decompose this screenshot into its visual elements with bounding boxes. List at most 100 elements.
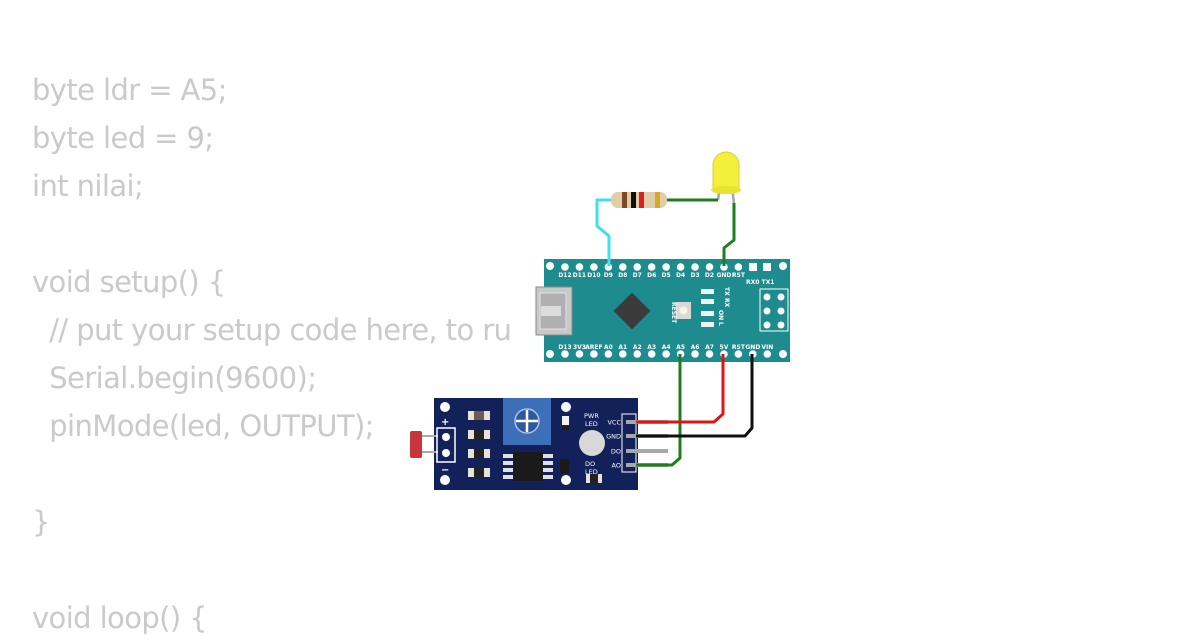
- pin-label: AREF: [585, 344, 602, 351]
- pwr-led-label-1: PWR: [584, 412, 599, 420]
- pin-label: GND: [745, 344, 760, 351]
- pin-aref[interactable]: [590, 350, 598, 358]
- pin-d2[interactable]: [705, 263, 714, 271]
- pin-3v3[interactable]: [575, 350, 584, 358]
- pin-label: D13: [558, 344, 571, 351]
- code-line: pinMode(led, OUTPUT);: [32, 409, 374, 443]
- code-line: byte led = 9;: [32, 121, 214, 155]
- plus-label: +: [441, 417, 449, 428]
- pin-gnd[interactable]: [720, 263, 728, 271]
- pin-d12[interactable]: [561, 263, 569, 271]
- photoresistor[interactable]: [410, 431, 438, 458]
- minus-label: −: [441, 465, 449, 476]
- pin-vin[interactable]: [763, 350, 772, 358]
- pin-a1[interactable]: [619, 350, 627, 358]
- wire-d9-resistor[interactable]: [595, 198, 611, 266]
- pin-d13[interactable]: [561, 350, 569, 358]
- pin-a4[interactable]: [662, 350, 670, 358]
- led-label-l: L: [717, 322, 724, 326]
- wire-a5-ao[interactable]: [636, 354, 682, 467]
- code-line: // put your setup code here, to ru: [32, 313, 512, 347]
- wire-gnd-gnd[interactable]: [636, 354, 754, 438]
- pin-d3[interactable]: [691, 263, 699, 271]
- pin-label: 5V: [720, 344, 729, 351]
- sensor-pin-label: VCC: [607, 419, 621, 427]
- usb-connector[interactable]: [535, 286, 573, 336]
- pin-label: D4: [676, 272, 685, 279]
- pin-d7[interactable]: [633, 263, 642, 271]
- pin-label: A1: [618, 344, 627, 351]
- pin-a2[interactable]: [633, 350, 642, 358]
- code-line: byte ldr = A5;: [32, 73, 227, 107]
- mount-hole: [561, 475, 571, 485]
- mcu-chip: [613, 292, 651, 330]
- pin-label: A4: [662, 344, 671, 351]
- pin-label: 3V3: [573, 344, 586, 351]
- rx-tx-label: RX0 TX1: [746, 279, 774, 286]
- icsp-header: [759, 288, 789, 332]
- status-leds: [701, 289, 714, 327]
- wire-led-gnd[interactable]: [722, 203, 736, 266]
- pin-label: A0: [604, 344, 613, 351]
- pin-label: D7: [633, 272, 642, 279]
- ldr-socket: [436, 427, 456, 463]
- led-label-rx: RX: [723, 298, 730, 308]
- code-editor-text: byte ldr = A5; byte led = 9; int nilai; voi…: [32, 66, 512, 642]
- pin-a6[interactable]: [691, 350, 699, 358]
- mount-hole: [779, 262, 787, 270]
- sensor-pin-label: GND: [606, 433, 621, 441]
- sensor-pin-label: AO: [612, 462, 621, 470]
- reset-label: RESET: [670, 302, 677, 324]
- pin-d6[interactable]: [647, 263, 656, 271]
- pin-label: D2: [705, 272, 714, 279]
- do-led-label-1: DO: [585, 460, 595, 468]
- pin-label: A7: [705, 344, 714, 351]
- pin-a3[interactable]: [647, 350, 656, 358]
- yellow-led[interactable]: [711, 151, 741, 205]
- led-label-on: ON: [717, 310, 724, 320]
- pin-rx0[interactable]: [749, 263, 757, 271]
- mount-hole: [440, 402, 450, 412]
- pin-d10[interactable]: [590, 263, 598, 271]
- comparator-ic: [503, 452, 553, 481]
- mount-hole: [546, 350, 554, 358]
- wires[interactable]: [595, 198, 754, 467]
- code-line: void loop() {: [32, 601, 208, 635]
- do-led-label-2: LED: [585, 468, 598, 476]
- pin-label: VIN: [761, 344, 773, 351]
- code-line: Serial.begin(9600);: [32, 361, 317, 395]
- pin-label: RST: [732, 344, 746, 351]
- pin-tx1[interactable]: [763, 263, 771, 271]
- pin-label: D3: [690, 272, 699, 279]
- reset-button[interactable]: [676, 302, 691, 319]
- pin-a7[interactable]: [705, 350, 714, 358]
- pin-d5[interactable]: [662, 263, 670, 271]
- pin-label: D11: [573, 272, 586, 279]
- code-line: int nilai;: [32, 169, 144, 203]
- potentiometer[interactable]: [503, 398, 551, 445]
- pin-rst[interactable]: [734, 350, 743, 358]
- mount-hole: [561, 402, 571, 412]
- pin-label: D9: [604, 272, 613, 279]
- pwr-led-label-2: LED: [585, 420, 598, 428]
- pin-label: D5: [662, 272, 671, 279]
- pin-d4[interactable]: [676, 263, 685, 271]
- pin-label: GND: [716, 272, 731, 279]
- sensor-pin-header: [621, 413, 637, 473]
- smd-resistors: [468, 411, 490, 477]
- ldr-sensor-module[interactable]: + − PWR LED: [410, 398, 668, 490]
- pin-label: D8: [618, 272, 627, 279]
- pin-label: A2: [633, 344, 642, 351]
- capacitor: [579, 430, 605, 456]
- pin-d8[interactable]: [619, 263, 627, 271]
- mount-hole: [779, 350, 787, 358]
- pin-a0[interactable]: [604, 350, 613, 358]
- pin-rst[interactable]: [734, 263, 743, 271]
- wire-5v-vcc[interactable]: [636, 354, 725, 424]
- pin-label: A6: [691, 344, 700, 351]
- pin-d11[interactable]: [575, 263, 584, 271]
